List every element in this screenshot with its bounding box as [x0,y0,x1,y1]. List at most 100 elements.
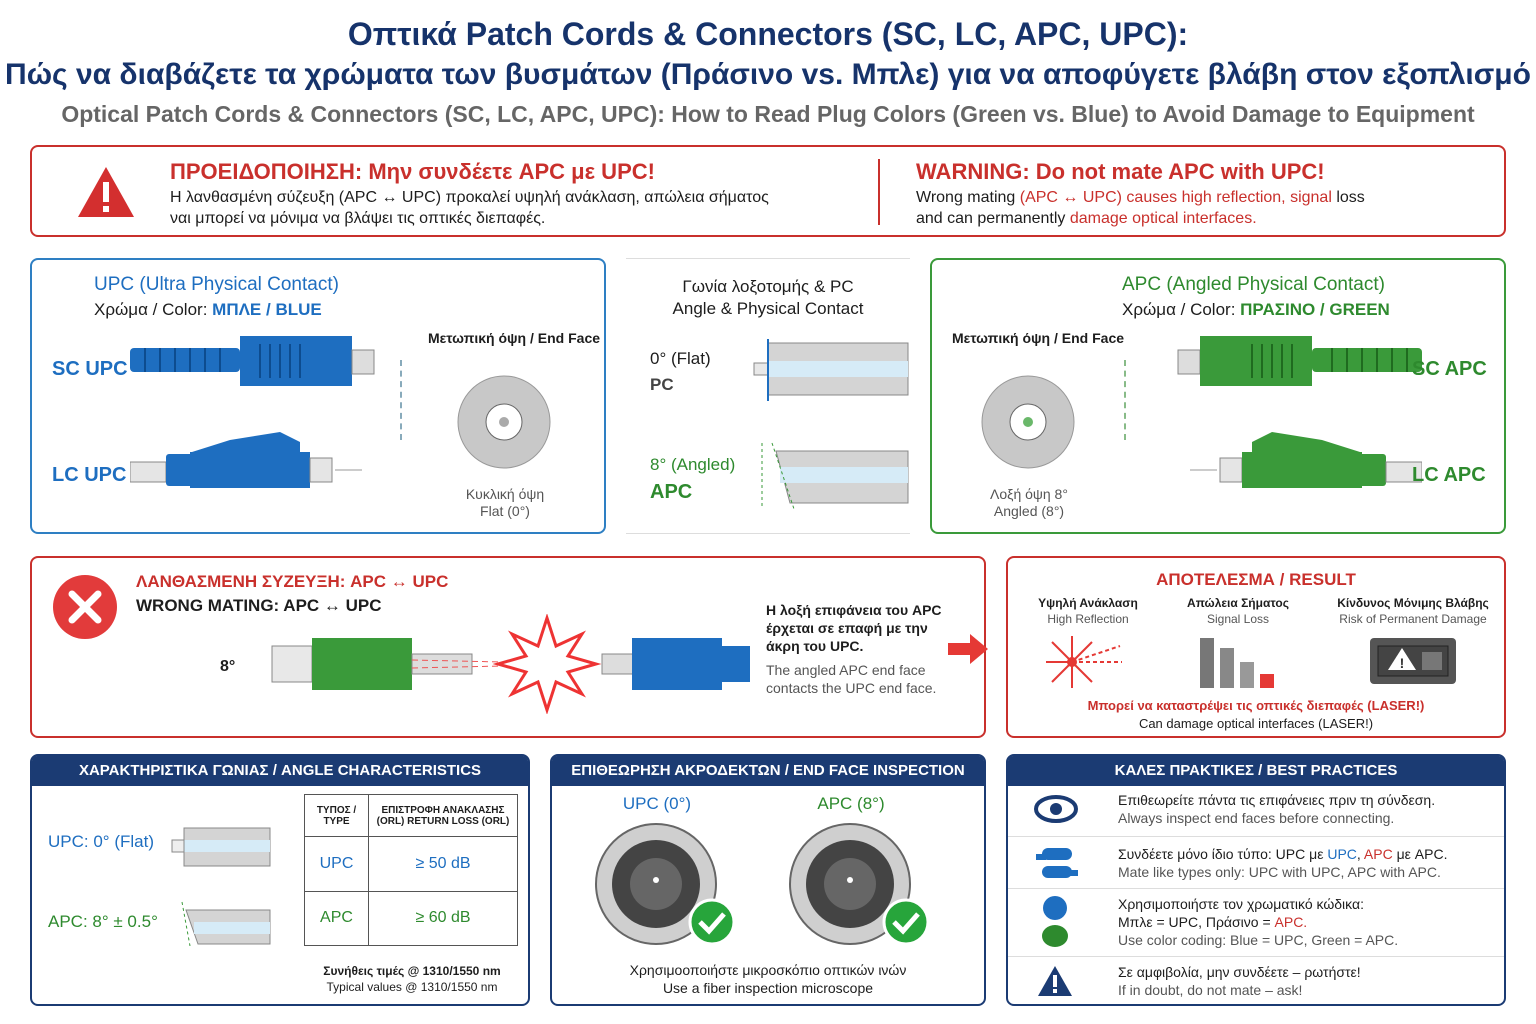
best-practices-panel: ΚΑΛΕΣ ΠΡΑΚΤΙΚΕΣ / BEST PRACTICES Επιθεωρ… [1006,754,1506,1006]
angle-char-note-en: Typical values @ 1310/1550 nm [326,980,498,994]
apc-axis-line [1124,360,1126,440]
inspection-panel: ΕΠΙΘΕΩΡΗΣΗ ΑΚΡΟΔΕΚΤΩΝ / END FACE INSPECT… [550,754,986,1006]
error-x-icon [53,575,117,639]
eye-icon [1034,795,1078,823]
result-item-2-gr: Απώλεια Σήματος [1187,596,1289,610]
apc-end-face-illustration [981,375,1075,469]
angle-title-gr: Γωνία λοξοτομής & PC [682,277,854,296]
inspection-header: ΕΠΙΘΕΩΡΗΣΗ ΑΚΡΟΔΕΚΤΩΝ / END FACE INSPECT… [552,756,984,786]
wrong-title-en: WRONG MATING: APC ↔ UPC [136,596,382,615]
upc-face-en: Flat (0°) [480,503,530,519]
angle-angled-label: 8° (Angled) [650,455,736,474]
angle-panel: Γωνία λοξοτομής & PC Angle & Physical Co… [626,258,910,534]
best-4-gr: Σε αμφιβολία, μην συνδέετε – ρωτήστε! [1118,964,1361,980]
warning-text-en-2: and can permanently damage optical inter… [916,210,1257,227]
best-2-en: Mate like types only: UPC with UPC, APC … [1118,864,1441,880]
apc-end-face-label: Μετωπική όψη / End Face [952,330,1125,346]
wrong-title-gr: ΛΑΝΘΑΣΜΕΝΗ ΣΥΖΕΥΞΗ: APC ↔ UPC [136,572,449,591]
wrong-desc-gr-1: Η λοξή επιφάνεια του APC [766,602,942,618]
sc-upc-label: SC UPC [52,358,128,380]
result-item-1-en: High Reflection [1047,612,1129,626]
upc-face-gr: Κυκλική όψη [465,486,545,502]
angle-char-illustration [171,827,271,946]
best-1-gr: Επιθεωρείτε πάντα τις επιφάνειες πριν τη… [1118,792,1436,808]
inspection-upc-label: UPC (0°) [622,794,692,813]
page-title: Οπτικά Patch Cords & Connectors (SC, LC,… [347,16,1189,52]
inspection-upc-view [595,823,734,946]
apc-panel: APC (Angled Physical Contact) Χρώμα / Co… [930,258,1506,534]
wrong-desc-gr-2: έρχεται σε επαφή με την [766,620,928,636]
color-code-icon [1042,896,1068,947]
best-3-en: Use color coding: Blue = UPC, Green = AP… [1118,932,1399,948]
reflection-icon [1046,636,1122,688]
arrow-right-icon [948,634,988,664]
result-warn-en: Can damage optical interfaces (LASER!) [1138,716,1374,731]
upc-panel: UPC (Ultra Physical Contact) Χρώμα / Col… [30,258,606,534]
orl-row-apc-val: ≥ 60 dB [368,890,518,946]
wrong-desc-en-2: contacts the UPC end face. [766,680,937,696]
result-title: ΑΠΟΤΕΛΕΣΜΑ / RESULT [1156,570,1356,589]
result-item-3-gr: Κίνδυνος Μόνιμης Βλάβης [1337,596,1489,610]
inspection-apc-label: APC (8°) [817,794,885,813]
best-2-gr: Συνδέετε μόνο ίδιο τύπο: UPC με UPC, APC… [1118,846,1448,862]
apc-connectors-illustration [1177,336,1422,488]
upc-axis-line [400,360,402,440]
warning-title-gr: ΠΡΟΕΙΔΟΠΟΙΗΣΗ: Μην συνδέετε APC με UPC! [170,159,655,184]
angle-char-apc: APC: 8° ± 0.5° [48,912,158,931]
page-subtitle-en: Optical Patch Cords & Connectors (SC, LC… [61,101,1475,127]
orl-row-apc-type: APC [304,890,369,946]
apc-title: APC (Angled Physical Contact) [1122,274,1385,295]
angle-char-header: ΧΑΡΑΚΤΗΡΙΣΤΙΚΑ ΓΩΝΙΑΣ / ANGLE CHARACTERI… [32,756,528,786]
page-subtitle-gr: Πώς να διαβάζετε τα χρώματα των βυσμάτων… [5,58,1531,91]
warning-panel: ΠΡΟΕΙΔΟΠΟΙΗΣΗ: Μην συνδέετε APC με UPC! … [30,145,1506,237]
best-3-gr-1: Χρησιμοποιήστε τον χρωματικό κώδικα: [1118,896,1364,912]
signal-loss-icon [1200,638,1274,688]
result-panel: ΑΠΟΤΕΛΕΣΜΑ / RESULT Υψηλή Ανάκλαση High … [1006,556,1506,738]
orl-col-return-loss: ΕΠΙΣΤΡΟΦΗ ΑΝΑΚΛΑΣΗΣ (ORL) RETURN LOSS (O… [368,794,518,837]
warning-text-en-1: Wrong mating (APC ↔ UPC) causes high ref… [916,189,1365,206]
best-3-gr-2: Μπλε = UPC, Πράσινο = APC. [1118,914,1308,930]
apc-color: Χρώμα / Color: ΠΡΑΣΙΝΟ / GREEN [1122,300,1390,319]
orl-row-upc-val: ≥ 50 dB [368,836,518,892]
apc-face-gr: Λοξή όψη 8° [990,486,1068,502]
inspection-apc-view [789,823,928,946]
result-item-1-gr: Υψηλή Ανάκλαση [1038,596,1138,610]
result-warn-gr: Μπορεί να καταστρέψει τις οπτικές διεπαφ… [1087,698,1425,713]
svg-text:!: ! [1400,655,1405,671]
upc-end-face-label: Μετωπική όψη / End Face [428,330,601,346]
angle-apc-label: APC [650,481,693,503]
best-header: ΚΑΛΕΣ ΠΡΑΚΤΙΚΕΣ / BEST PRACTICES [1008,756,1504,786]
orl-col-type: ΤΥΠΟΣ / TYPE [304,794,369,837]
upc-title: UPC (Ultra Physical Contact) [94,274,339,295]
angle-char-note-gr: Συνήθεις τιμές @ 1310/1550 nm [323,964,501,978]
damage-icon: ! [1370,638,1456,684]
upc-end-face-illustration [457,375,551,469]
angle-title-en: Angle & Physical Contact [672,299,864,318]
inspection-note-en: Use a fiber inspection microscope [662,980,874,996]
warning-icon [78,167,134,217]
angle-characteristics-panel: ΧΑΡΑΚΤΗΡΙΣΤΙΚΑ ΓΩΝΙΑΣ / ANGLE CHARACTERI… [30,754,530,1006]
lc-apc-label: LC APC [1412,464,1486,486]
sc-apc-label: SC APC [1412,358,1487,380]
warning-text-gr-1: Η λανθασμένη σύζευξη (APC ↔ UPC) προκαλε… [170,189,769,206]
result-item-3-en: Risk of Permanent Damage [1339,612,1487,626]
lc-upc-label: LC UPC [52,464,127,486]
connector-pair-icon [1036,848,1078,878]
wrong-mating-illustration [271,614,750,714]
angle-flat-label: 0° (Flat) [650,349,711,368]
apc-face-en: Angled (8°) [993,503,1065,519]
result-item-2-en: Signal Loss [1206,612,1270,626]
wrong-angle-label: 8° [220,658,236,675]
orl-row-upc-type: UPC [304,836,369,892]
best-1-en: Always inspect end faces before connecti… [1118,810,1395,826]
upc-connectors-illustration [130,336,375,488]
angle-pc-label: PC [650,375,674,394]
warning-text-gr-2: ναι μπορεί να μόνιμα να βλάψει τις οπτικ… [170,210,546,227]
inspection-note-gr: Χρησιμοοποιήστε μικροσκόπιο οπτικών ινών [629,962,907,978]
best-4-en: If in doubt, do not mate – ask! [1118,982,1303,998]
warning-title-en: WARNING: Do not mate APC with UPC! [916,159,1325,184]
wrong-desc-gr-3: άκρη του UPC. [766,638,864,654]
upc-color: Χρώμα / Color: ΜΠΛΕ / BLUE [94,300,322,319]
wrong-desc-en-1: The angled APC end face [766,662,926,678]
